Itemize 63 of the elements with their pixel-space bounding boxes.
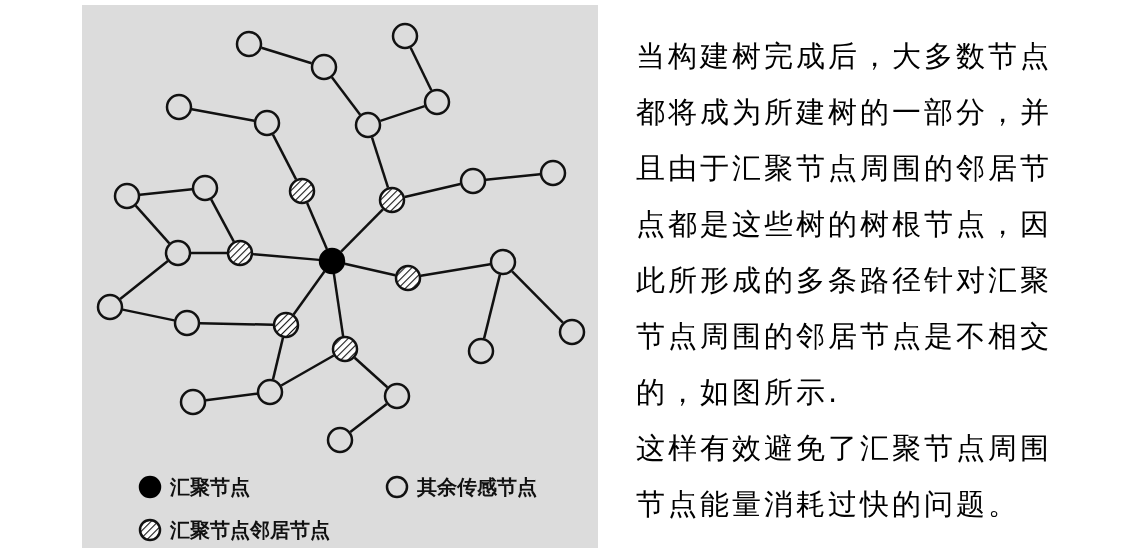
neighbor-node — [288, 177, 316, 205]
connector-line — [485, 173, 541, 181]
connector-line — [409, 47, 433, 91]
sensor-node — [113, 182, 141, 210]
connector-line — [349, 402, 388, 434]
sensor-node — [326, 426, 354, 454]
connector-line — [511, 270, 564, 324]
sensor-node — [191, 174, 219, 202]
neighbor-node — [378, 186, 406, 214]
sensor-node — [179, 388, 207, 416]
neighbor-node — [394, 264, 422, 292]
connector-line — [134, 204, 171, 245]
connector-line — [420, 262, 491, 278]
connector-line — [305, 202, 329, 250]
connector-line — [139, 188, 193, 196]
sensor-node — [253, 109, 281, 137]
sensor-node — [423, 88, 451, 116]
sensor-node — [235, 30, 263, 58]
connector-line — [332, 273, 345, 337]
connector-line — [344, 262, 396, 277]
connector-line — [199, 322, 274, 326]
paragraph: 当构建树完成后，大多数节点都将成为所建树的一部分，并且由于汇聚节点周围的邻居节点都是这些树的树根节点，因此所形成的多条路径针对汇聚节点周围的邻居节点是不相交的，如图所示. — [636, 38, 1053, 411]
connector-line — [292, 270, 326, 316]
connector-line — [122, 308, 175, 322]
sensor-node — [459, 167, 487, 195]
sensor-node — [383, 382, 411, 410]
sensor-node — [467, 337, 495, 365]
sensor-node — [539, 159, 567, 187]
connector-line — [191, 108, 255, 122]
connector-line — [404, 182, 461, 199]
sink-node — [318, 247, 346, 275]
connector-line — [261, 46, 312, 65]
connector-line — [379, 104, 426, 123]
neighbor-node — [272, 311, 300, 339]
connector-line — [482, 274, 502, 339]
connector-line — [119, 260, 169, 300]
sensor-node — [165, 93, 193, 121]
connector-line — [271, 134, 298, 180]
connector-line — [330, 76, 362, 116]
sensor-node — [256, 378, 284, 406]
connector-line — [205, 392, 258, 402]
connector-line — [210, 198, 235, 243]
sensor-node — [173, 309, 201, 337]
sensor-node — [391, 22, 419, 50]
legend-label: 其余传感节点 — [417, 474, 537, 501]
legend-label: 汇聚节点 — [170, 474, 250, 501]
neighbor-node — [331, 335, 359, 363]
sensor-node — [310, 53, 338, 81]
sensor-node — [96, 293, 124, 321]
connector-line — [271, 337, 285, 380]
sensor-node — [354, 111, 382, 139]
connector-line — [340, 208, 384, 253]
legend-label: 汇聚节点邻居节点 — [170, 517, 330, 544]
connector-line — [280, 354, 335, 387]
neighbor-node — [226, 239, 254, 267]
connector-line — [191, 251, 227, 255]
sensor-node — [164, 239, 192, 267]
sensor-node — [489, 248, 517, 276]
paragraph: 这样有效避免了汇聚节点周围节点能量消耗过快的问题。 — [636, 430, 1053, 523]
connector-line — [370, 137, 390, 188]
sensor-node — [558, 318, 586, 346]
connector-line — [353, 356, 389, 389]
connector-line — [252, 252, 320, 262]
